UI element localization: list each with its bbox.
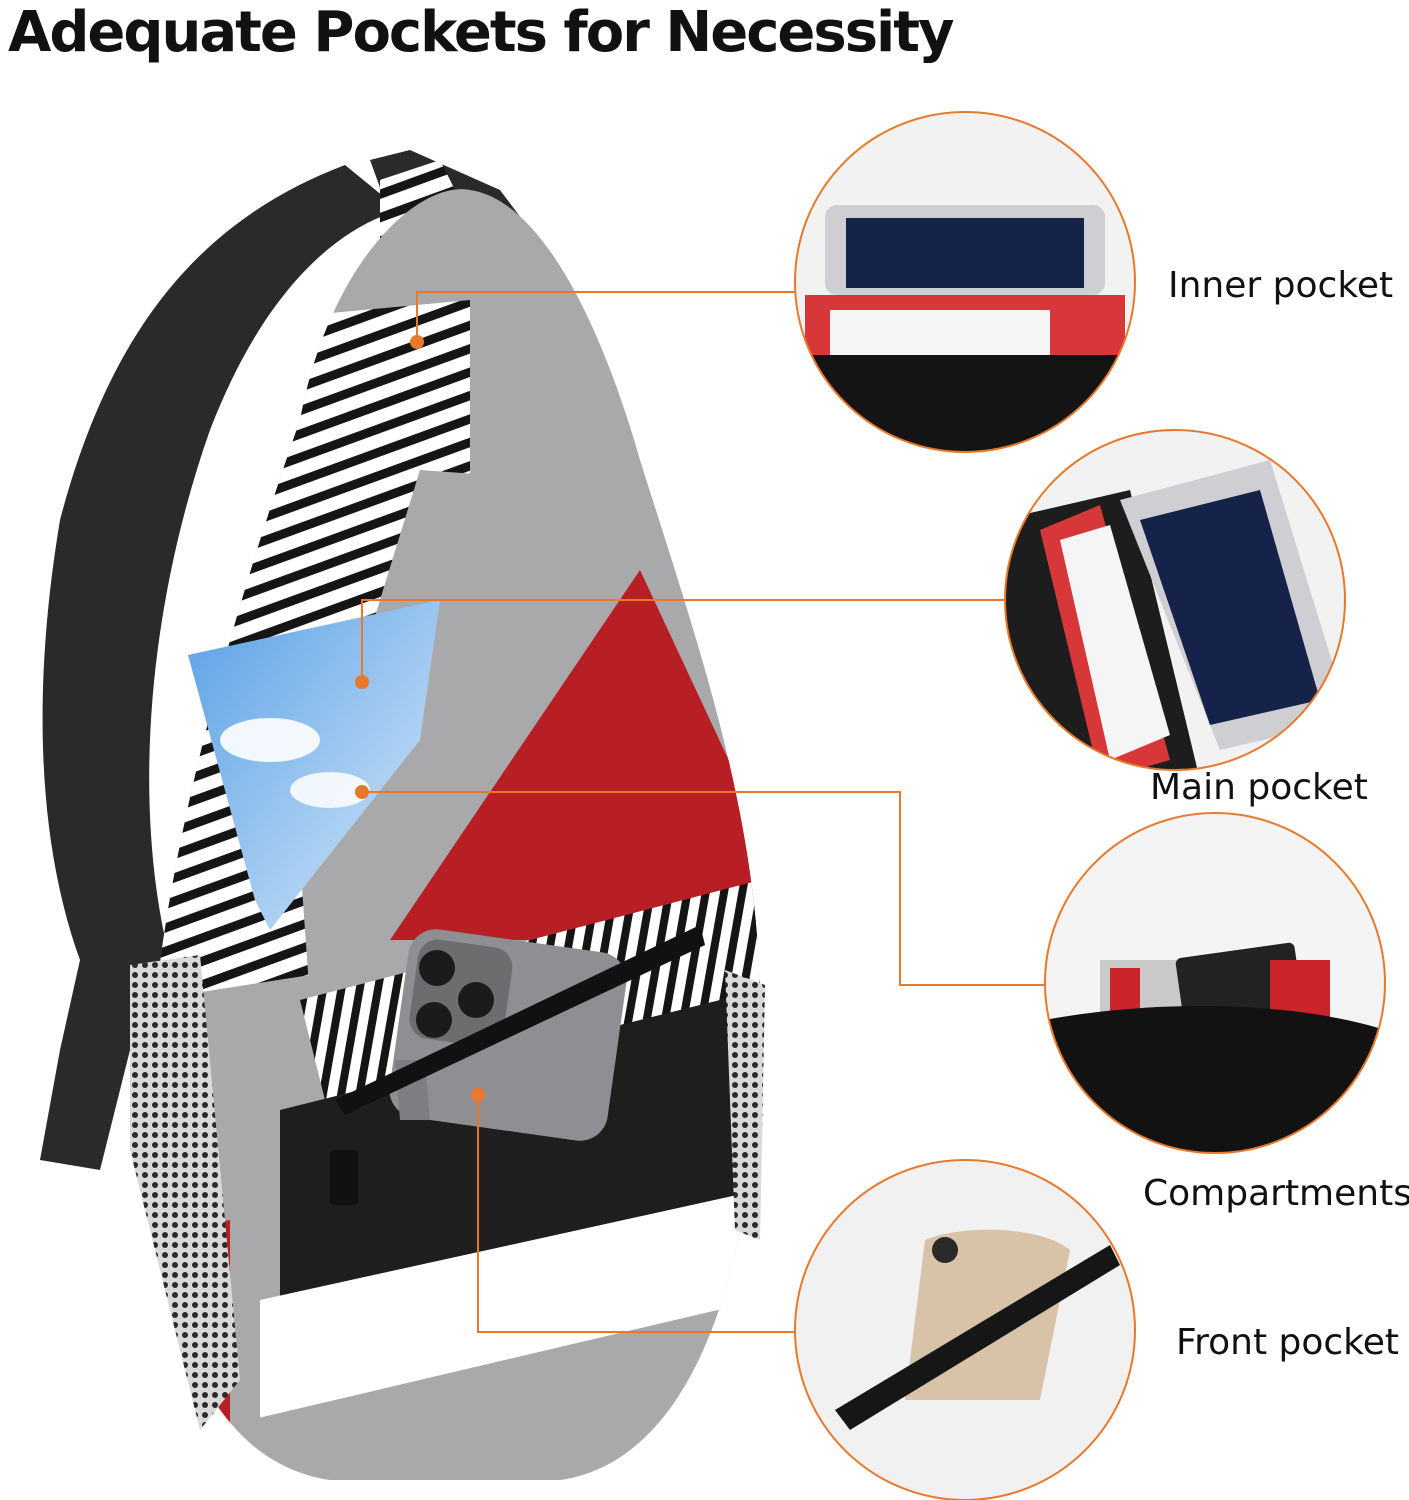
callout-main-pocket: Main pocket (1150, 767, 1368, 808)
compartments-detail (1044, 812, 1386, 1154)
book-in-main-pocket (188, 600, 440, 930)
callout-dots (355, 335, 485, 1102)
callout-lines (361, 291, 1045, 1333)
callout-compartments: Compartments (1143, 1173, 1409, 1214)
mesh-side-pocket (130, 955, 240, 1430)
front-pocket-detail (794, 1159, 1136, 1500)
page-title: Adequate Pockets for Necessity (8, 0, 955, 65)
callout-inner-pocket: Inner pocket (1168, 265, 1394, 306)
callout-front-pocket: Front pocket (1176, 1322, 1399, 1363)
mesh-side-pocket-right (725, 970, 765, 1240)
zipper-pull (330, 1150, 358, 1205)
front-zipper (335, 925, 705, 1115)
inner-pocket-detail (794, 111, 1136, 453)
main-pocket-detail (1004, 429, 1346, 771)
